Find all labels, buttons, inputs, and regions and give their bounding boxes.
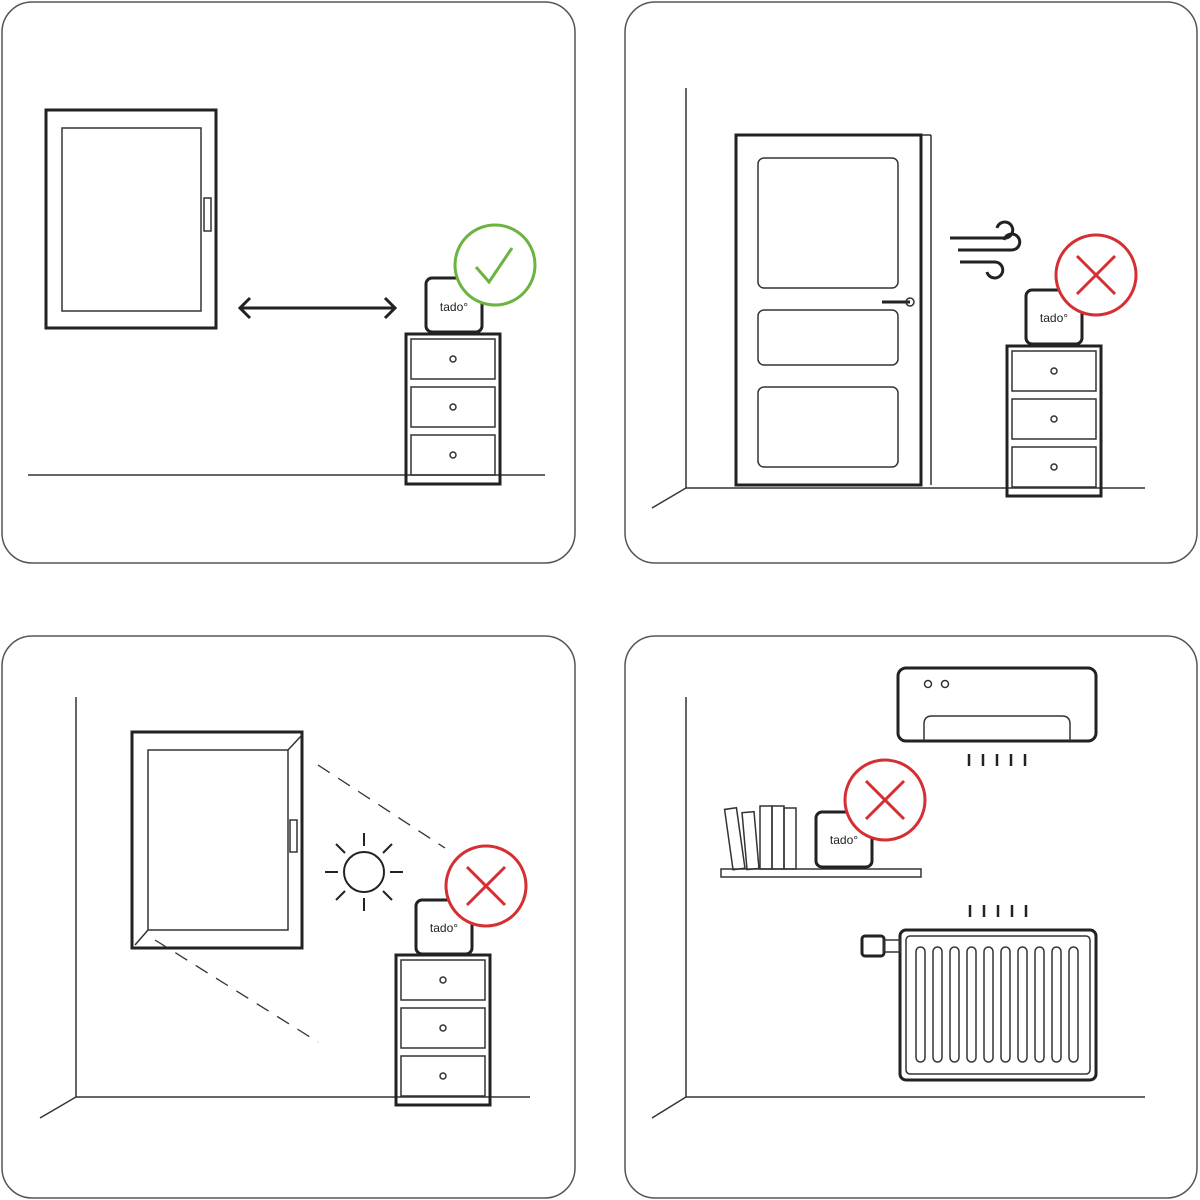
air-conditioner — [896, 666, 1098, 766]
cross-icon — [444, 844, 528, 928]
bookshelf — [720, 805, 922, 878]
tado-thermostat: tado° — [1024, 288, 1084, 346]
tado-thermostat: tado° — [814, 810, 874, 869]
svg-text:tado°: tado° — [830, 833, 858, 847]
cross-icon — [1054, 233, 1138, 317]
radiator-fins — [915, 946, 1079, 1063]
wind-draft-icon — [950, 220, 1022, 280]
svg-text:tado°: tado° — [430, 921, 458, 935]
radiator-valve — [860, 934, 901, 958]
panel-near-heat-sources: tado° — [624, 635, 1198, 1199]
sun-icon — [325, 833, 403, 911]
panel-in-direct-sunlight: tado° — [1, 635, 576, 1199]
panel-away-from-window: tado° — [1, 1, 576, 564]
cross-icon — [843, 758, 927, 842]
svg-text:tado°: tado° — [440, 300, 468, 314]
sunlight-beam — [154, 764, 446, 1043]
door — [734, 133, 932, 487]
panel-near-door-draft: tado° — [624, 1, 1198, 564]
double-arrow-icon — [237, 296, 398, 320]
tado-thermostat: tado° — [424, 276, 484, 334]
window — [130, 730, 304, 950]
checkmark-icon — [453, 223, 537, 307]
svg-text:tado°: tado° — [1040, 311, 1068, 325]
tado-thermostat: tado° — [414, 898, 474, 956]
window — [44, 108, 218, 330]
radiator — [860, 905, 1098, 1082]
